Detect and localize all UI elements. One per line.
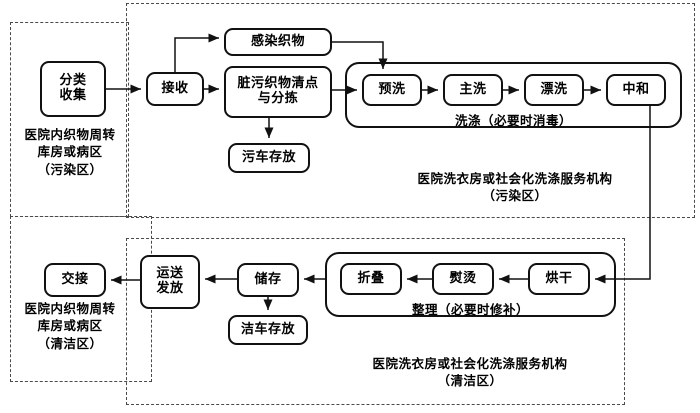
- zone-label-laundry-dirty: 医院洗衣房或社会化洗涤服务机构 （污染区）: [417, 171, 613, 204]
- zone-label-hospital-clean: 医院内织物周转 库房或病区 （清洁区）: [24, 301, 116, 351]
- group-finish: [325, 252, 616, 317]
- node-handover[interactable]: 交接: [44, 263, 106, 297]
- node-neutralize[interactable]: 中和: [606, 74, 666, 106]
- group-label-finish: 整理（必要时修补）: [411, 302, 529, 317]
- node-soiled-count-sort[interactable]: 脏污织物清点 与分拣: [224, 66, 332, 118]
- node-sort-collect[interactable]: 分类 收集: [40, 61, 106, 117]
- node-fold[interactable]: 折叠: [340, 263, 402, 295]
- node-receive[interactable]: 接收: [146, 72, 204, 106]
- group-label-wash: 洗涤（必要时消毒）: [454, 113, 572, 128]
- zone-label-hospital-dirty: 医院内织物周转 库房或病区 （污染区）: [24, 127, 116, 177]
- zone-label-laundry-clean: 医院洗衣房或社会化洗涤服务机构 （清洁区）: [372, 356, 568, 389]
- node-deliver-issue[interactable]: 运送 发放: [140, 255, 200, 309]
- zone-hospital-dirty-box: [10, 22, 129, 217]
- node-storage[interactable]: 储存: [237, 263, 299, 297]
- zone-laundry-dirty-box: [126, 3, 695, 218]
- node-dry[interactable]: 烘干: [528, 263, 590, 295]
- node-dirty-cart-store[interactable]: 污车存放: [228, 143, 310, 173]
- group-wash: [345, 62, 682, 128]
- zone-laundry-clean-box: [126, 238, 625, 405]
- node-clean-cart-store[interactable]: 洁车存放: [228, 315, 308, 345]
- node-iron[interactable]: 熨烫: [432, 263, 494, 295]
- node-rinse[interactable]: 漂洗: [524, 74, 584, 106]
- node-mainwash[interactable]: 主洗: [443, 74, 503, 106]
- node-infected-textile[interactable]: 感染织物: [224, 28, 332, 56]
- node-prewash[interactable]: 预洗: [362, 74, 422, 106]
